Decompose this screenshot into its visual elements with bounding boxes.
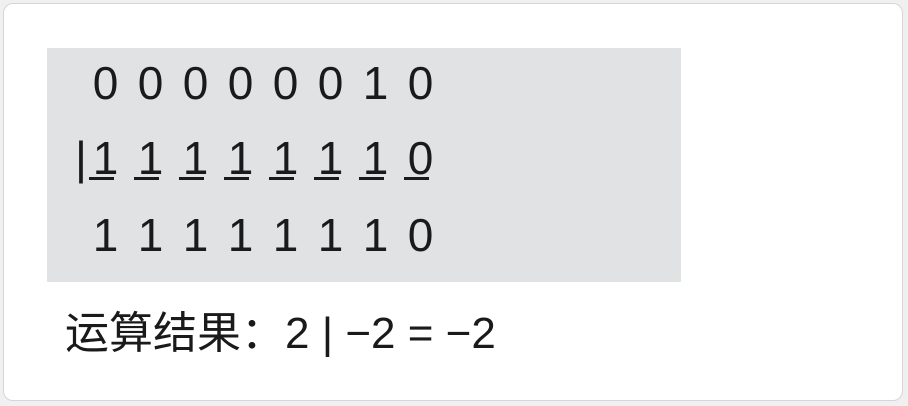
bit-digit: 1 (317, 209, 344, 261)
bit-digit: 1 (218, 133, 263, 183)
bit-digit: 1 (137, 209, 164, 261)
bit-digit: 0 (227, 57, 254, 109)
bit-digit: 0 (317, 57, 344, 109)
bit-digit: 0 (407, 57, 434, 109)
bit-digit: 1 (227, 209, 254, 261)
bit-digit: 0 (182, 57, 209, 109)
bit-digit: 1 (182, 209, 209, 261)
bit-digit: 0 (272, 57, 299, 109)
bit-digit: 1 (272, 209, 299, 261)
bit-digit: 1 (83, 133, 128, 183)
bit-digit: 1 (263, 133, 308, 183)
bit-digit: 1 (353, 133, 398, 183)
bit-digit: 0 (92, 57, 119, 109)
bit-digit: 0 (407, 209, 434, 261)
result-label: 运算结果： (65, 308, 285, 359)
result-caption: 运算结果：2 | −2 = −2 (65, 306, 496, 362)
result-expression: 2 | −2 = −2 (285, 309, 496, 358)
bit-digit: 1 (173, 133, 218, 183)
bit-digit: 1 (128, 133, 173, 183)
bit-digit: 0 (398, 133, 443, 183)
bit-digit: 1 (362, 209, 389, 261)
or-operator: | (75, 132, 87, 184)
bit-digit: 1 (308, 133, 353, 183)
bit-digit: 0 (137, 57, 164, 109)
bit-digit: 1 (92, 209, 119, 261)
bit-digit: 1 (362, 57, 389, 109)
